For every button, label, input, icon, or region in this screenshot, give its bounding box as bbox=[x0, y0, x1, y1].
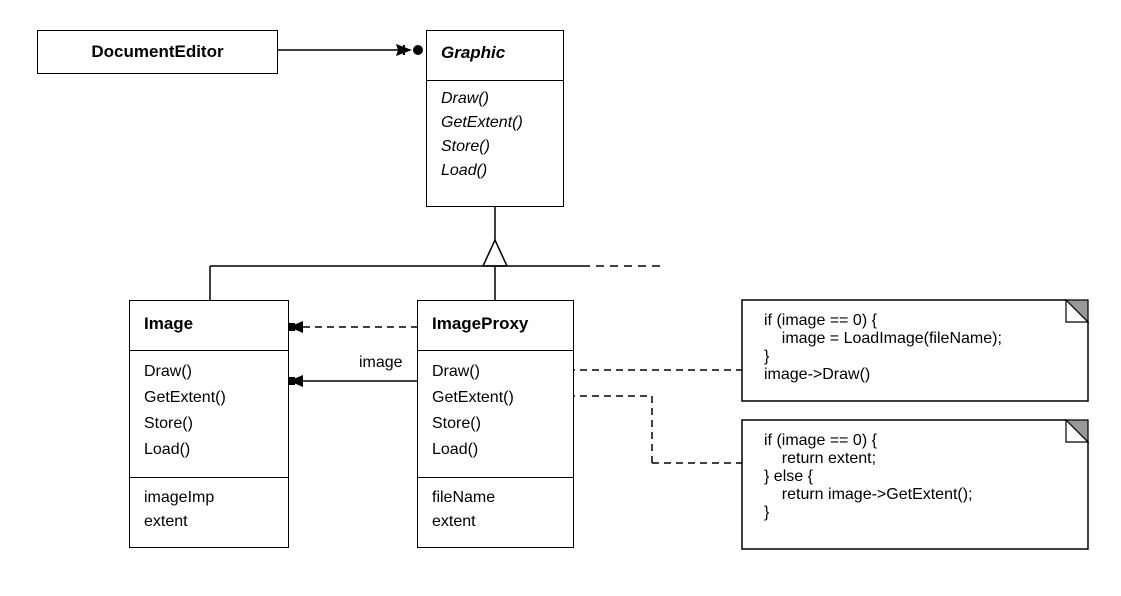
graphic-header: Graphic bbox=[427, 31, 563, 81]
image-op-draw: Draw() bbox=[144, 363, 192, 380]
draw-note-line-1: if (image == 0) { bbox=[764, 312, 877, 329]
inheritance-triangle bbox=[481, 238, 509, 267]
draw-note-line-4: image->Draw() bbox=[764, 366, 871, 383]
extent-note-line-3: } else { bbox=[764, 468, 813, 485]
draw-note-line-3: } bbox=[764, 348, 770, 365]
extent-note: if (image == 0) { return extent; } else … bbox=[744, 422, 1064, 547]
image-op-getextent: GetExtent() bbox=[144, 389, 226, 406]
image-proxy-operations: Draw() GetExtent() Store() Load() bbox=[418, 351, 573, 478]
graphic-op-draw: Draw() bbox=[441, 90, 489, 107]
image-op-store: Store() bbox=[144, 415, 193, 432]
graphic-class: Graphic Draw() GetExtent() Store() Load(… bbox=[426, 30, 564, 207]
extent-note-line-4: return image->GetExtent(); bbox=[764, 486, 973, 503]
extent-note-line-5: } bbox=[764, 504, 770, 521]
image-proxy-header: ImageProxy bbox=[418, 301, 573, 351]
aggregation-diamond bbox=[413, 45, 423, 55]
aggregation-connector bbox=[278, 44, 423, 56]
graphic-operations: Draw() GetExtent() Store() Load() bbox=[427, 81, 563, 206]
draw-note: if (image == 0) { image = LoadImage(file… bbox=[744, 302, 1064, 399]
graphic-op-load: Load() bbox=[441, 162, 488, 179]
note-link-getextent bbox=[547, 391, 742, 464]
image-class: Image Draw() GetExtent() Store() Load() … bbox=[129, 300, 289, 548]
dependency-arrowhead bbox=[289, 321, 303, 333]
image-association-label: image bbox=[359, 354, 403, 371]
note-link-draw bbox=[547, 365, 742, 375]
image-proxy-class: ImageProxy Draw() GetExtent() Store() Lo… bbox=[417, 300, 574, 548]
document-editor-class-name: DocumentEditor bbox=[91, 42, 224, 61]
image-proxy-op-draw: Draw() bbox=[432, 363, 480, 380]
image-proxy-attr-filename: fileName bbox=[432, 489, 496, 506]
image-header: Image bbox=[130, 301, 288, 351]
graphic-op-store: Store() bbox=[441, 138, 490, 155]
image-proxy-class-name: ImageProxy bbox=[432, 314, 529, 333]
image-proxy-attr-extent: extent bbox=[432, 513, 476, 530]
image-association-connector bbox=[289, 375, 417, 387]
document-editor-class: DocumentEditor bbox=[37, 30, 278, 74]
graphic-op-getextent: GetExtent() bbox=[441, 114, 523, 131]
draw-note-line-2: image = LoadImage(fileName); bbox=[764, 330, 1002, 347]
extent-note-line-2: return extent; bbox=[764, 450, 877, 467]
image-attr-extent: extent bbox=[144, 513, 188, 530]
image-operations: Draw() GetExtent() Store() Load() bbox=[130, 351, 288, 478]
dependency-connector bbox=[289, 321, 417, 333]
image-op-load: Load() bbox=[144, 441, 191, 458]
image-attr-imageimp: imageImp bbox=[144, 489, 215, 506]
image-proxy-op-load: Load() bbox=[432, 441, 479, 458]
extent-note-line-1: if (image == 0) { bbox=[764, 432, 877, 449]
image-attributes: imageImp extent bbox=[130, 478, 288, 547]
inheritance-connector bbox=[209, 207, 665, 302]
image-proxy-op-getextent: GetExtent() bbox=[432, 389, 514, 406]
image-proxy-attributes: fileName extent bbox=[418, 478, 573, 547]
image-proxy-op-store: Store() bbox=[432, 415, 481, 432]
association-arrowhead bbox=[289, 375, 303, 387]
image-class-name: Image bbox=[144, 314, 194, 333]
graphic-class-name: Graphic bbox=[441, 43, 506, 62]
